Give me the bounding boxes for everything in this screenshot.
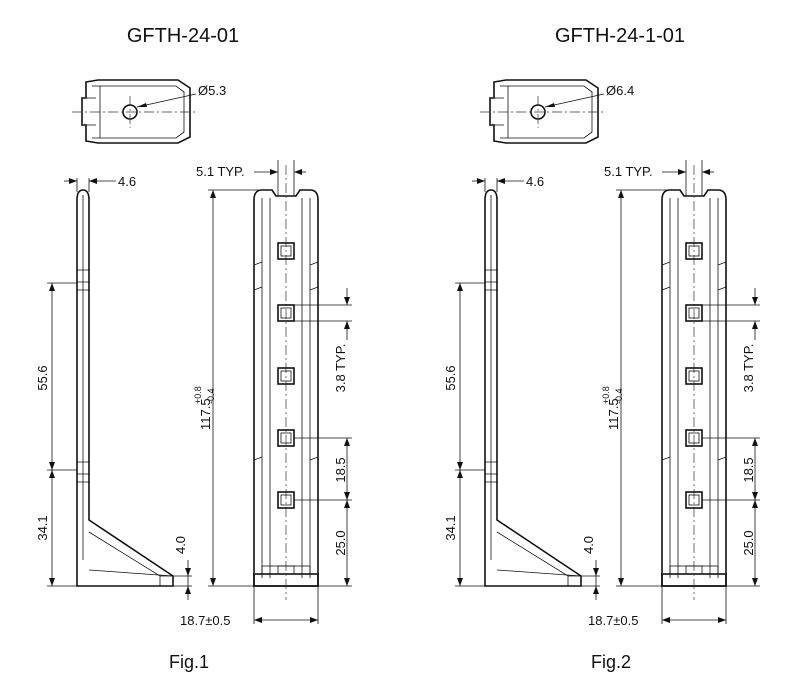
slot-pitch-2: 18.5	[741, 457, 756, 482]
pitch-dim-1: 5.1 TYP.	[196, 164, 245, 179]
slot-spacing-1: 55.6	[35, 365, 50, 390]
part-number-2: GFTH-24-1-01	[555, 25, 685, 47]
pitch-dim-vertical-1: 3.8 TYP.	[333, 344, 348, 393]
figure-1: GFTH-24-01 Ø5.3 4.6 5.1 TYP. 55.6 34.1 4…	[35, 25, 353, 672]
slot-pitch-1: 18.5	[333, 457, 348, 482]
lower-section-1: 34.1	[35, 515, 50, 540]
fig-caption-1: Fig.1	[169, 652, 209, 672]
overall-tol-upper-2: +0.8	[601, 386, 611, 404]
overall-tol-lower-1: -0.4	[206, 388, 216, 404]
base-width-1: 18.7±0.5	[180, 613, 231, 628]
fig-caption-2: Fig.2	[591, 652, 631, 672]
overall-height-1: 117.5	[198, 398, 213, 430]
pitch-dim-2: 5.1 TYP.	[604, 164, 653, 179]
overall-tol-upper-1: +0.8	[193, 386, 203, 404]
part-number-1: GFTH-24-01	[127, 25, 239, 47]
overall-height-2: 117.5	[606, 398, 621, 430]
hole-diameter-1: Ø5.3	[198, 83, 226, 98]
hole-diameter-2: Ø6.4	[606, 83, 634, 98]
slot-spacing-2: 55.6	[443, 365, 458, 390]
foot-height-1: 4.0	[173, 536, 188, 554]
lower-section-2: 34.1	[443, 515, 458, 540]
hook-width-2: 4.6	[526, 174, 544, 189]
bottom-slot-2: 25.0	[741, 530, 756, 555]
foot-height-2: 4.0	[581, 536, 596, 554]
bottom-slot-1: 25.0	[333, 530, 348, 555]
base-width-2: 18.7±0.5	[588, 613, 639, 628]
figure-2: GFTH-24-1-01 Ø6.4 4.6 5.1 TYP. 55.6 34.1…	[443, 25, 761, 672]
pitch-dim-vertical-2: 3.8 TYP.	[741, 344, 756, 393]
hook-width-1: 4.6	[118, 174, 136, 189]
overall-tol-lower-2: -0.4	[614, 388, 624, 404]
